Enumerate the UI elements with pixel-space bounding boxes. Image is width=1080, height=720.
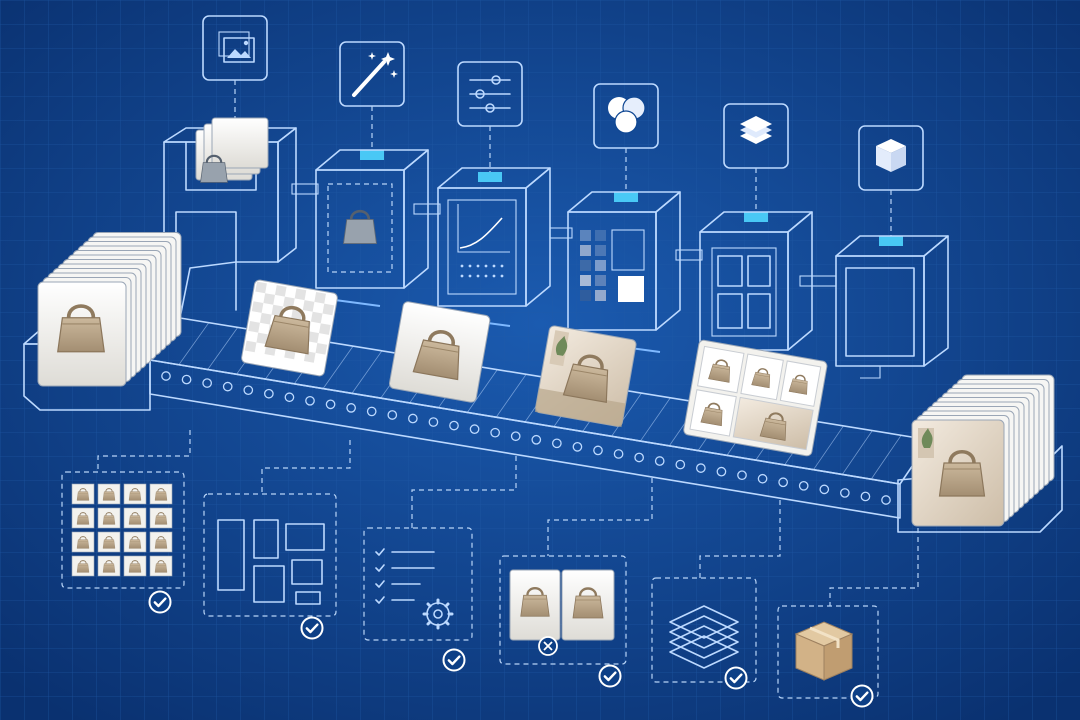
checkpoint-package (777, 605, 879, 708)
roller (531, 434, 542, 445)
roller (202, 378, 212, 388)
check-icon (598, 664, 622, 688)
layout-unit (699, 211, 813, 351)
roller (469, 424, 480, 434)
color-grid-unit (567, 191, 681, 331)
conveyor-items (241, 279, 828, 457)
roller (510, 431, 521, 442)
roller (613, 449, 624, 459)
stage-icons (202, 15, 924, 246)
roller (798, 480, 809, 491)
lifestyle-scene-card (534, 325, 637, 428)
thumbnail-grid-icon (71, 483, 173, 577)
compare-bags-icon (509, 569, 615, 656)
roller (428, 417, 439, 427)
roller (696, 463, 706, 473)
check-icon (442, 648, 466, 672)
check-icon (300, 616, 324, 640)
cardboard-box-icon (794, 621, 854, 681)
sliders-icon (457, 61, 523, 182)
roller (572, 442, 583, 452)
roller (222, 381, 233, 392)
checkpoints (61, 471, 879, 708)
roller (346, 403, 356, 413)
roller (264, 388, 274, 399)
roller (675, 459, 686, 470)
roller (243, 385, 254, 396)
output-tray (897, 374, 1063, 533)
roller (737, 470, 747, 481)
roller (366, 406, 377, 417)
roller (860, 491, 871, 502)
multi-variant-grid-card (683, 339, 828, 457)
roller (778, 477, 788, 488)
roller (408, 413, 418, 424)
checklist-gear-icon (375, 548, 454, 630)
white-background-card (388, 301, 491, 403)
input-tray (23, 232, 182, 411)
output-unit (835, 235, 949, 379)
check-icon (148, 590, 172, 614)
intake-hopper (163, 117, 297, 263)
checkpoint-checklist (363, 527, 473, 672)
roller (552, 438, 562, 449)
checkpoint-compare (499, 555, 627, 688)
roller (161, 371, 171, 381)
layers-stack-icon (669, 605, 739, 669)
color-circles-icon (593, 83, 659, 202)
checkpoint-layout-blocks (203, 493, 337, 640)
machines (163, 117, 949, 379)
roller (284, 392, 295, 403)
check-icon (724, 666, 748, 690)
leader-lines (97, 430, 919, 606)
roller (181, 374, 192, 385)
transparent-cutout-card (241, 279, 338, 377)
image-gallery-icon (202, 15, 268, 135)
roller (325, 399, 336, 410)
magic-wand-icon (339, 41, 405, 160)
roller (593, 445, 603, 456)
color-curve-unit (437, 167, 551, 307)
background-removal-unit (315, 149, 429, 289)
conveyor-rollers (161, 371, 891, 505)
check-icon (850, 684, 874, 708)
color-swatches (580, 229, 645, 302)
roller (654, 456, 665, 466)
roller (634, 452, 644, 463)
roller (757, 473, 768, 484)
checkpoint-thumbnail-grid (61, 471, 185, 614)
layers-icon (723, 103, 789, 222)
package-box-icon (858, 125, 924, 246)
roller (819, 484, 830, 495)
roller (449, 420, 459, 431)
roller (387, 410, 398, 420)
roller (881, 495, 891, 505)
layout-blocks-icon (217, 519, 325, 605)
roller (305, 395, 315, 406)
roller (490, 427, 500, 438)
checkpoint-layers (651, 577, 757, 690)
roller (716, 466, 727, 477)
roller (840, 488, 850, 498)
